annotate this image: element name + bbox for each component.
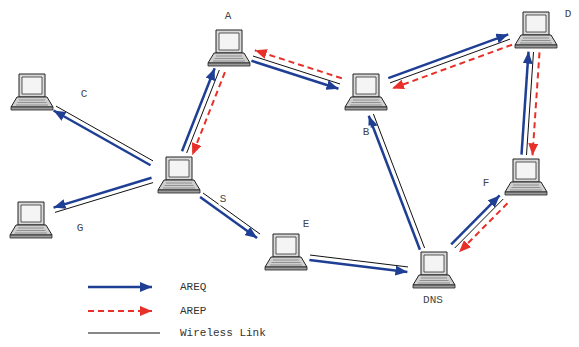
wireless-link	[187, 70, 220, 153]
laptop-node: B	[342, 72, 388, 112]
wireless-link	[203, 193, 260, 234]
areq-arrow	[369, 116, 420, 250]
node-label: C	[80, 88, 89, 101]
laptop-node: S	[155, 155, 201, 195]
node-label: DNS	[422, 294, 444, 307]
legend-samples	[88, 287, 160, 333]
areq-arrow	[451, 195, 499, 244]
node-label: E	[302, 218, 311, 231]
laptop-node: DNS	[410, 250, 456, 290]
laptop-node: F	[502, 157, 548, 197]
legend-label: Wireless Link	[180, 327, 266, 340]
areq-arrow	[388, 34, 508, 78]
laptop-icon	[512, 10, 558, 50]
laptop-icon	[410, 250, 456, 290]
areq-arrow	[251, 61, 338, 89]
arep-arrow	[532, 52, 539, 155]
areq-arrow	[200, 197, 257, 238]
wireless-link	[455, 199, 503, 248]
areq-arrow	[54, 110, 151, 165]
areq-arrow	[522, 52, 529, 155]
wireless-link	[373, 114, 424, 248]
node-label: F	[482, 177, 491, 190]
arep-arrow	[392, 45, 512, 89]
arep-arrow	[255, 50, 342, 78]
legend-label: AREP	[180, 305, 206, 318]
areq-arrow	[309, 260, 407, 272]
areq-sample	[88, 286, 152, 289]
node-label: A	[224, 10, 233, 23]
arep-arrow	[459, 203, 507, 252]
areq-arrow	[54, 178, 152, 208]
node-label: S	[219, 193, 228, 206]
laptop-icon	[205, 28, 251, 68]
laptop-node: E	[262, 232, 308, 272]
laptop-node: A	[205, 28, 251, 68]
node-label: G	[76, 222, 85, 235]
connector-group	[54, 34, 540, 272]
node-label: D	[564, 8, 573, 21]
wireless-link	[390, 39, 510, 83]
arep-arrow	[192, 72, 225, 155]
wireless-link-sample	[88, 333, 160, 334]
legend-label: AREQ	[180, 281, 206, 294]
laptop-icon	[8, 72, 54, 112]
laptop-node: G	[7, 200, 53, 240]
laptop-icon	[7, 200, 53, 240]
laptop-icon	[502, 157, 548, 197]
laptop-node: C	[8, 72, 54, 112]
arep-sample	[88, 310, 152, 312]
laptop-icon	[342, 72, 388, 112]
wireless-link	[55, 183, 153, 213]
laptop-icon	[155, 155, 201, 195]
wireless-link	[56, 106, 153, 161]
laptop-icon	[262, 232, 308, 272]
laptop-node: D	[512, 10, 558, 50]
wireless-link	[253, 56, 340, 84]
node-label: B	[362, 126, 371, 139]
